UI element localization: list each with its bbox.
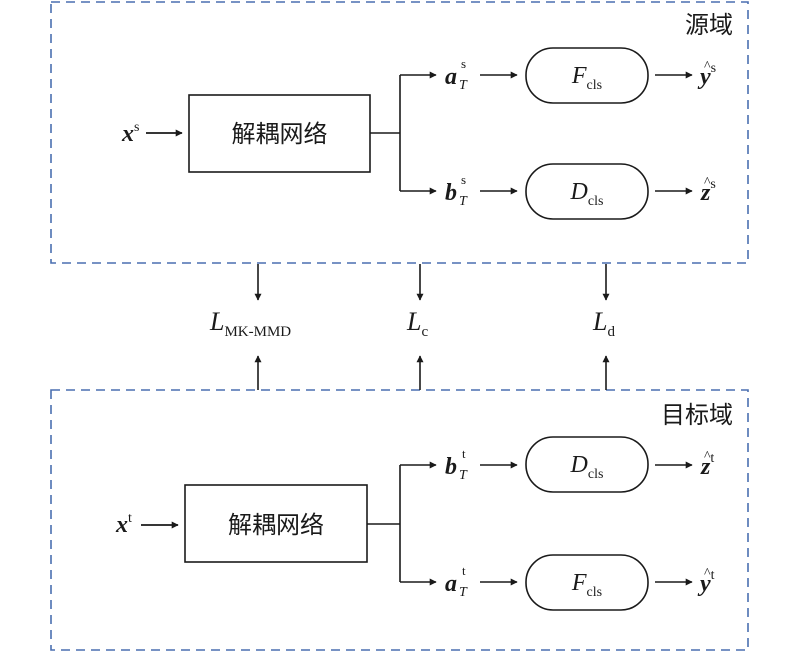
target-class-classifier-box xyxy=(525,554,649,611)
target-feature-a-sup: t xyxy=(462,563,466,578)
target-domain-frame xyxy=(50,389,749,651)
source-feature-a-sub: T xyxy=(459,78,468,93)
source-domain-output-label: zs xyxy=(700,177,716,206)
source-input-label: xs xyxy=(121,120,139,147)
source-class-classifier-box xyxy=(525,47,649,104)
source-feature-b-sub: T xyxy=(459,194,468,209)
target-domain-classifier-label: Dcls xyxy=(570,452,604,482)
loss-d-label: Ld xyxy=(592,307,615,340)
loss-mk-mmd-label: LMK-MMD xyxy=(209,307,291,340)
target-class-classifier-label: Fcls xyxy=(571,570,602,600)
target-decoupling-network-label: 解耦网络 xyxy=(228,511,324,539)
target-class-output-hat: ^ xyxy=(704,566,711,581)
target-decoupling-network-box xyxy=(184,484,368,563)
target-domain-label: 目标域 xyxy=(661,401,733,429)
source-class-output-label: ys xyxy=(697,61,716,90)
source-class-output-hat: ^ xyxy=(704,59,711,74)
target-feature-b-sub: T xyxy=(459,468,468,483)
target-domain-classifier-box xyxy=(525,436,649,493)
target-domain-output-label: zt xyxy=(700,451,714,480)
source-class-classifier-label: Fcls xyxy=(571,63,602,93)
target-feature-b-label: b xyxy=(445,454,457,480)
target-domain-output-hat: ^ xyxy=(704,449,711,464)
loss-c-label: Lc xyxy=(406,307,428,340)
target-class-output-label: yt xyxy=(697,568,715,597)
target-input-label: xt xyxy=(115,511,132,538)
source-feature-a-label: a xyxy=(445,64,457,90)
source-feature-b-label: b xyxy=(445,180,457,206)
source-domain-classifier-box xyxy=(525,163,649,220)
source-feature-a-sup: s xyxy=(461,56,466,71)
source-decoupling-network-label: 解耦网络 xyxy=(232,120,328,148)
target-feature-a-label: a xyxy=(445,571,457,597)
target-feature-b-sup: t xyxy=(462,446,466,461)
source-feature-b-sup: s xyxy=(461,172,466,187)
target-feature-a-sub: T xyxy=(459,585,468,600)
source-decoupling-network-box xyxy=(188,94,371,173)
source-domain-frame xyxy=(50,1,749,264)
source-domain-label: 源域 xyxy=(685,11,733,39)
source-domain-output-hat: ^ xyxy=(704,175,711,190)
source-domain-classifier-label: Dcls xyxy=(570,179,604,209)
